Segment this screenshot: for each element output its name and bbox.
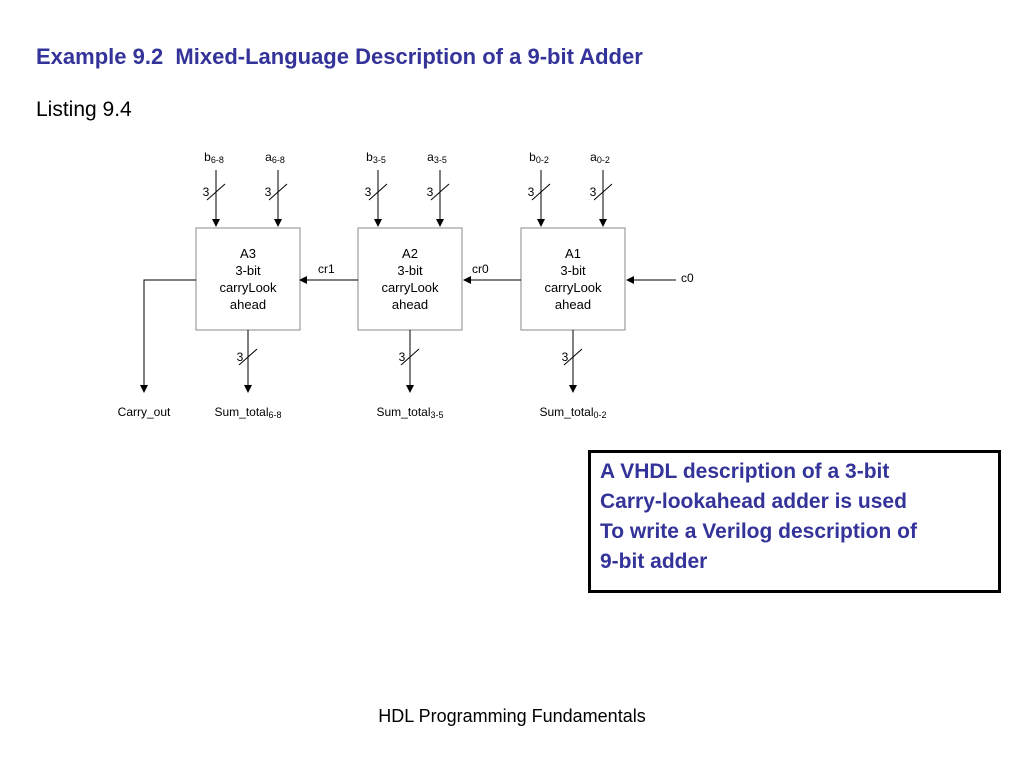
- slide-title: Example 9.2 Mixed-Language Description o…: [36, 44, 643, 69]
- input-b-bus-tick: [206, 183, 226, 201]
- sum-output-width: 3: [399, 350, 406, 364]
- sum-output-label: Sum_total3-5: [376, 405, 443, 420]
- input-b-width: 3: [365, 185, 372, 199]
- input-a-width: 3: [590, 185, 597, 199]
- input-a-label: a0-2: [590, 150, 610, 165]
- block-label-name: A3: [240, 246, 256, 261]
- block-label-line3: carryLook: [544, 280, 602, 295]
- input-a-bus-tick: [268, 183, 288, 201]
- sum-output-width: 3: [237, 350, 244, 364]
- block-label-line3: carryLook: [381, 280, 439, 295]
- sum-output-width: 3: [562, 350, 569, 364]
- block-label-line4: ahead: [392, 297, 428, 312]
- sum-bus-tick: [400, 348, 420, 366]
- sum-output-label: Sum_total0-2: [539, 405, 606, 420]
- input-a-label: a6-8: [265, 150, 285, 165]
- input-b-label: b0-2: [529, 150, 549, 165]
- input-a-width: 3: [427, 185, 434, 199]
- block-label-line4: ahead: [230, 297, 266, 312]
- input-b-label: b6-8: [204, 150, 224, 165]
- adder-block-a1: A1 3-bit carryLook ahead b0-2 3 a0-2 3 3Sum_tota…: [520, 150, 626, 420]
- input-a-label: a3-5: [427, 150, 447, 165]
- note-line: To write a Verilog description of: [600, 520, 917, 543]
- input-a-width: 3: [265, 185, 272, 199]
- note-box: A VHDL description of a 3-bit Carry-look…: [588, 450, 1001, 593]
- listing-label: Listing 9.4: [36, 98, 132, 121]
- carry-cr1-label: cr1: [318, 262, 335, 276]
- block-label-line2: 3-bit: [235, 263, 261, 278]
- adder-box: [520, 227, 626, 331]
- input-a-bus-tick: [430, 183, 450, 201]
- block-label-line4: ahead: [555, 297, 591, 312]
- block-label-line2: 3-bit: [560, 263, 586, 278]
- input-b-width: 3: [528, 185, 535, 199]
- block-label-name: A2: [402, 246, 418, 261]
- block-label-line3: carryLook: [219, 280, 277, 295]
- sum-bus-tick: [238, 348, 258, 366]
- note-line: Carry-lookahead adder is used: [600, 490, 907, 513]
- block-label-line2: 3-bit: [397, 263, 423, 278]
- sum-output-label: Sum_total6-8: [214, 405, 281, 420]
- carry-out-wire: [140, 279, 196, 393]
- note-line: 9-bit adder: [600, 550, 708, 573]
- input-b-bus-tick: [368, 183, 388, 201]
- input-b-width: 3: [203, 185, 210, 199]
- sum-bus-tick: [563, 348, 583, 366]
- adder-block-a3: A3 3-bit carryLook ahead b6-8 3 a6-8 3 3Sum_tota…: [195, 150, 301, 420]
- input-a-bus-tick: [593, 183, 613, 201]
- note-line: A VHDL description of a 3-bit: [600, 460, 890, 483]
- slide-footer: HDL Programming Fundamentals: [378, 706, 646, 726]
- adder-box: [357, 227, 463, 331]
- block-label-name: A1: [565, 246, 581, 261]
- carry-cr0-label: cr0: [472, 262, 489, 276]
- input-b-bus-tick: [531, 183, 551, 201]
- carry-in-label: c0: [681, 271, 694, 285]
- input-b-label: b3-5: [366, 150, 386, 165]
- adder-block-a2: A2 3-bit carryLook ahead b3-5 3 a3-5 3 3Sum_tota…: [357, 150, 463, 420]
- adder-box: [195, 227, 301, 331]
- carry-out-label: Carry_out: [118, 405, 171, 419]
